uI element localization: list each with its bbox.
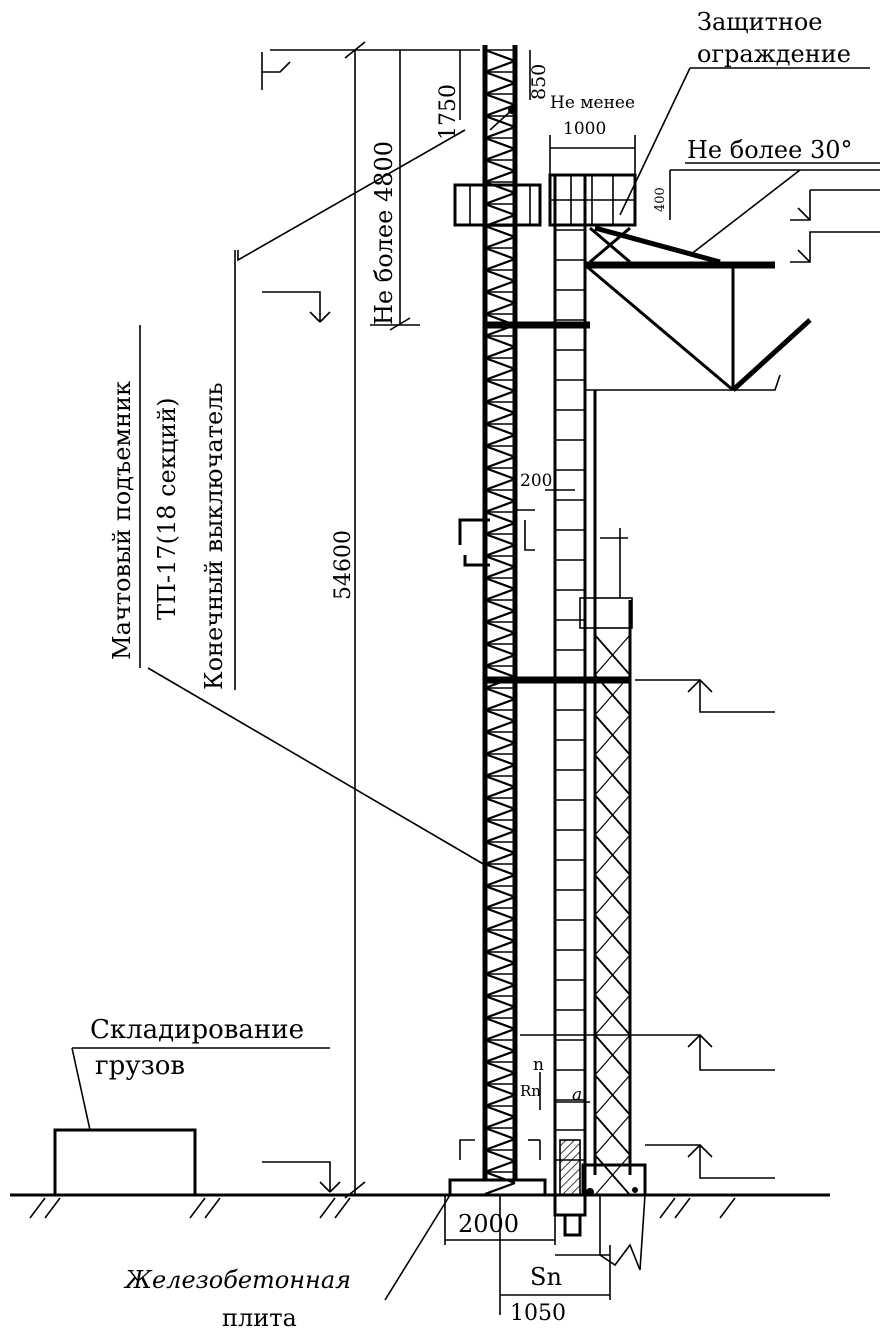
dim-sn <box>499 1195 611 1315</box>
level-marker-right-3 <box>635 679 775 713</box>
storage-area <box>53 1047 330 1197</box>
level-marker-right-5 <box>645 1144 775 1179</box>
mast-model-label: ТП-17(18 секций) <box>153 397 181 620</box>
level-marker-mid <box>262 291 331 323</box>
dim-200-label: 200 <box>520 471 552 491</box>
slab-label-line2: плита <box>222 1304 297 1332</box>
dim-1000 <box>549 135 636 175</box>
storage-label-line2: грузов <box>95 1051 185 1081</box>
cantilever-platform <box>584 225 812 392</box>
slab-label-line1: Железобетонная <box>123 1266 351 1294</box>
mid-platform <box>458 509 535 567</box>
label-rn: Rn <box>520 1082 541 1100</box>
ground <box>10 1193 830 1219</box>
dim-1050-label: 1050 <box>510 1301 566 1326</box>
lift-cab <box>453 183 542 227</box>
level-marker-right-2 <box>790 231 880 263</box>
height-dimension <box>270 41 531 1199</box>
guard-label-line2: ограждение <box>697 40 851 68</box>
label-sn: Sn <box>530 1263 562 1291</box>
level-marker-right-1 <box>669 169 880 221</box>
guard-label-line1: Защитное <box>697 8 823 36</box>
mast-base <box>448 1139 547 1197</box>
level-marker-bottom <box>262 1161 341 1193</box>
storage-label-line1: Складирование <box>90 1015 304 1045</box>
mast-lattice <box>484 48 516 1196</box>
level-marker-top <box>261 52 291 90</box>
foundation <box>553 1139 646 1271</box>
dim-1000-label: 1000 <box>563 119 606 139</box>
level-marker-right-4 <box>520 1034 775 1071</box>
label-a: a <box>572 1085 582 1105</box>
mast-tower <box>482 45 518 1196</box>
dim-2000-label: 2000 <box>458 1210 519 1238</box>
label-n: n <box>533 1055 544 1075</box>
scaffold-braces <box>594 634 631 1196</box>
dim-54600-label: 54600 <box>331 530 356 600</box>
dim-850-label: 850 <box>528 64 550 100</box>
mast-lift-label: Мачтовый подъемник <box>108 381 136 660</box>
limit-switch-label: Конечный выключатель <box>200 382 228 690</box>
wall-joints <box>555 229 585 1161</box>
angle-label: Не более 30° <box>687 136 852 164</box>
not-less-label: Не менее <box>550 93 635 113</box>
protective-guard <box>548 173 637 227</box>
dim-1750-label: 1750 <box>436 84 461 140</box>
scaffold <box>579 390 647 1197</box>
not-more-4800-label: Не более 4800 <box>370 141 398 325</box>
dim-400-label: 400 <box>653 187 668 212</box>
